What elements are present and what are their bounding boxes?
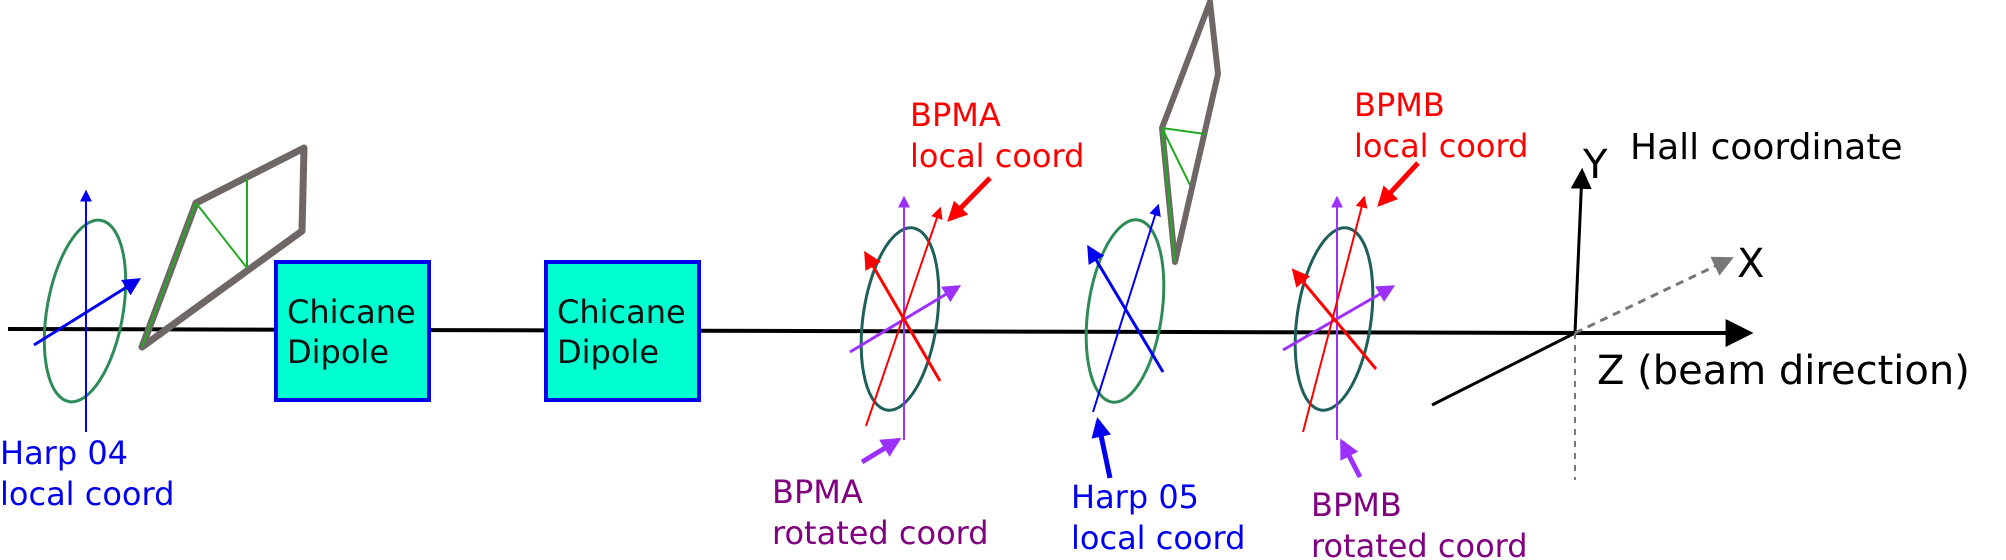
harp05-pointer-arrow <box>1091 417 1113 479</box>
chicane2-line2: Dipole <box>557 333 659 371</box>
bpmb-local-label-line1: BPMB <box>1354 86 1445 124</box>
harp05-detector <box>1084 203 1166 413</box>
harp05-frame <box>1159 0 1221 265</box>
x-axis-label: X <box>1737 241 1764 287</box>
bpma-rotated-label-line1: BPMA <box>772 473 863 511</box>
harp05-label-line2: local coord <box>1071 519 1245 557</box>
bpma-local-label-line2: local coord <box>910 137 1084 175</box>
bpmb-local-pointer-arrow <box>1377 161 1420 207</box>
harp05-label-line1: Harp 05 <box>1071 478 1199 516</box>
harp04-label-line2: local coord <box>0 475 174 513</box>
bpmb-local-label-line2: local coord <box>1354 127 1528 165</box>
bpma-detector <box>849 195 962 440</box>
chicane-dipole-1: Chicane Dipole <box>274 260 431 402</box>
bpma-rotated-pointer-arrow <box>860 437 902 465</box>
chicane-dipole-2: Chicane Dipole <box>544 260 701 402</box>
y-axis-label: Y <box>1582 142 1608 188</box>
harp04-frame <box>138 144 308 351</box>
harp04-detector <box>33 189 142 432</box>
bpmb-rotated-label-line2: rotated coord <box>1311 527 1528 560</box>
hall-coordinate-axes <box>1431 167 1734 480</box>
hall-coordinate-title: Hall coordinate <box>1630 127 1903 168</box>
bpma-rotated-label-line2: rotated coord <box>772 514 989 552</box>
bpma-local-label-line1: BPMA <box>910 96 1001 134</box>
bpma-local-pointer-arrow <box>947 176 992 222</box>
beamline <box>7 327 1576 335</box>
bpmb-rotated-label-line1: BPMB <box>1311 486 1402 524</box>
harp04-label-line1: Harp 04 <box>0 434 128 472</box>
chicane1-line1: Chicane <box>287 293 416 331</box>
bpmb-rotated-pointer-arrow <box>1339 438 1363 479</box>
chicane1-line2: Dipole <box>287 333 389 371</box>
chicane2-line1: Chicane <box>557 293 686 331</box>
bpmb-detector <box>1282 195 1396 440</box>
z-axis-label: Z (beam direction) <box>1597 348 1970 394</box>
